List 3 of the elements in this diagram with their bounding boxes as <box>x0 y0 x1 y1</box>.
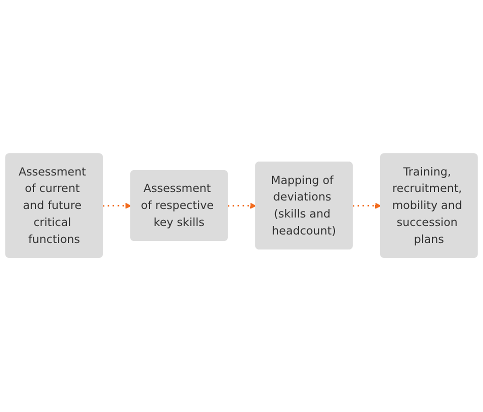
arrow <box>228 203 256 210</box>
arrow <box>352 203 382 210</box>
arrow <box>102 203 132 210</box>
